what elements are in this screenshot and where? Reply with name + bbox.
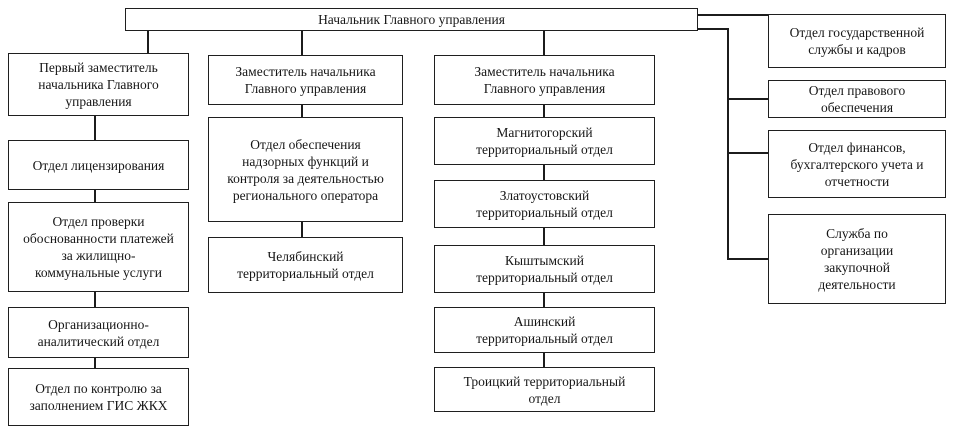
node-deputy-head-supervision: Заместитель начальника Главного управлен… (208, 55, 403, 105)
connector-col3-a (543, 104, 545, 118)
node-org-analytical-dept: Организационно-аналитический отдел (8, 307, 189, 358)
connector-col1-b (94, 189, 96, 203)
node-legal-dept: Отдел правового обеспечения (768, 80, 946, 118)
node-finance-accounting-dept: Отдел финансов, бухгалтерского учета и о… (768, 130, 946, 198)
node-troitsk-territorial-dept: Троицкий территориальный отдел (434, 367, 655, 412)
node-payment-verification-dept: Отдел проверки обоснованности платежей з… (8, 202, 189, 292)
connector-col3-c (543, 227, 545, 246)
node-deputy-head-territorial: Заместитель начальника Главного управлен… (434, 55, 655, 105)
connector-right-procurement (727, 258, 768, 260)
node-licensing-dept: Отдел лицензирования (8, 140, 189, 190)
connector-root-col3 (543, 30, 545, 56)
connector-right-legal (727, 98, 768, 100)
node-civil-service-hr-dept: Отдел государственной службы и кадров (768, 14, 946, 68)
connector-right-trunk (727, 28, 729, 260)
node-gis-zhkh-control-dept: Отдел по контролю за заполнением ГИС ЖКХ (8, 368, 189, 426)
connector-col3-d (543, 292, 545, 308)
node-asha-territorial-dept: Ашинский территориальный отдел (434, 307, 655, 353)
connector-col1-a (94, 115, 96, 141)
node-magnitogorsk-territorial-dept: Магнитогорский территориальный отдел (434, 117, 655, 165)
node-kyshtym-territorial-dept: Кыштымский территориальный отдел (434, 245, 655, 293)
connector-right-finance (727, 152, 768, 154)
connector-root-col2 (301, 30, 303, 56)
node-supervision-functions-dept: Отдел обеспечения надзорных функций и ко… (208, 117, 403, 222)
node-chelyabinsk-territorial-dept: Челябинский территориальный отдел (208, 237, 403, 293)
node-procurement-service: Служба по организации закупочной деятель… (768, 214, 946, 304)
connector-col2-b (301, 221, 303, 238)
connector-col3-e (543, 352, 545, 368)
connector-right-stub (697, 28, 729, 30)
node-first-deputy: Первый заместитель начальника Главного у… (8, 53, 189, 116)
connector-col2-a (301, 104, 303, 118)
connector-root-col1 (147, 30, 149, 54)
connector-col1-d (94, 357, 96, 369)
node-head-of-directorate: Начальник Главного управления (125, 8, 698, 31)
connector-right-top (697, 14, 768, 16)
connector-col1-c (94, 291, 96, 308)
node-zlatoust-territorial-dept: Златоустовский территориальный отдел (434, 180, 655, 228)
connector-col3-b (543, 164, 545, 181)
